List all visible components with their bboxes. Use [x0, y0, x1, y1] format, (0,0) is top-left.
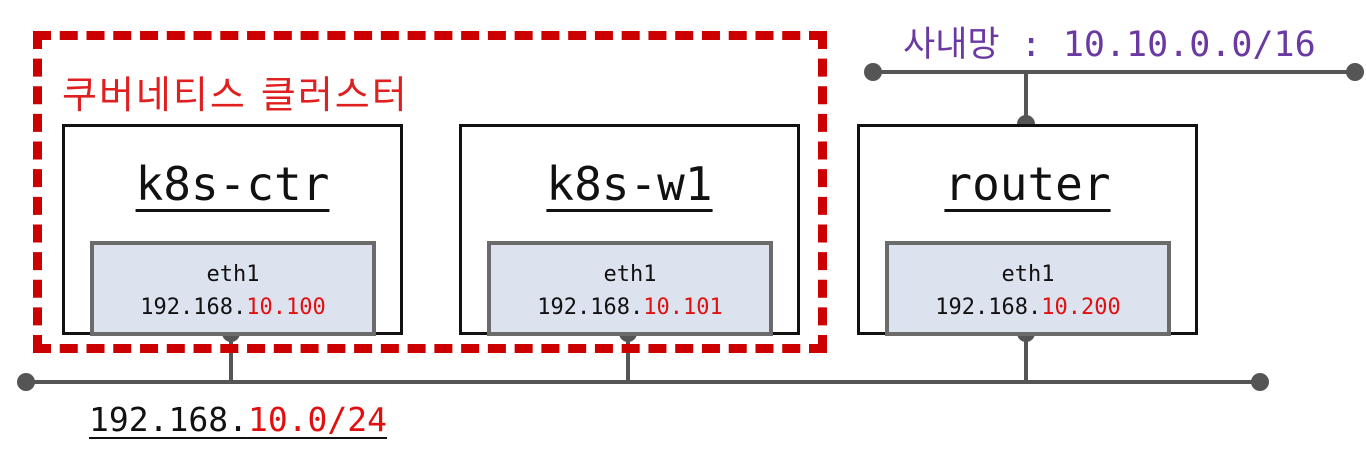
- interface-ip: 192.168.10.100: [140, 295, 326, 320]
- interface-ip: 192.168.10.101: [537, 295, 723, 320]
- kubernetes-cluster-boundary: [33, 31, 827, 353]
- bus-endpoint-left: [17, 373, 35, 391]
- interface-ip: 192.168.10.200: [935, 295, 1121, 320]
- cluster-label: 쿠버네티스 클러스터: [62, 73, 409, 117]
- interface-name: eth1: [1001, 262, 1055, 287]
- interface-name: eth1: [206, 262, 260, 287]
- node-title: router: [944, 157, 1111, 211]
- intranet-label: 사내망 : 10.10.0.0/16: [903, 25, 1316, 65]
- node-title: k8s-w1: [546, 157, 713, 211]
- intranet-endpoint-left: [864, 63, 882, 81]
- node-k8s-ctr: k8s-ctr eth1 192.168.10.100: [62, 124, 403, 336]
- node-k8s-w1: k8s-w1 eth1 192.168.10.101: [459, 124, 800, 336]
- bus-endpoint-right: [1251, 373, 1269, 391]
- intranet-endpoint-right: [1346, 63, 1364, 81]
- interface-box: eth1 192.168.10.200: [885, 241, 1171, 336]
- subnet-label: 192.168.10.0/24: [89, 400, 388, 439]
- interface-box: eth1 192.168.10.101: [487, 241, 773, 336]
- interface-name: eth1: [603, 262, 657, 287]
- node-router: router eth1 192.168.10.200: [857, 124, 1198, 336]
- interface-box: eth1 192.168.10.100: [90, 241, 376, 336]
- node-title: k8s-ctr: [135, 157, 330, 211]
